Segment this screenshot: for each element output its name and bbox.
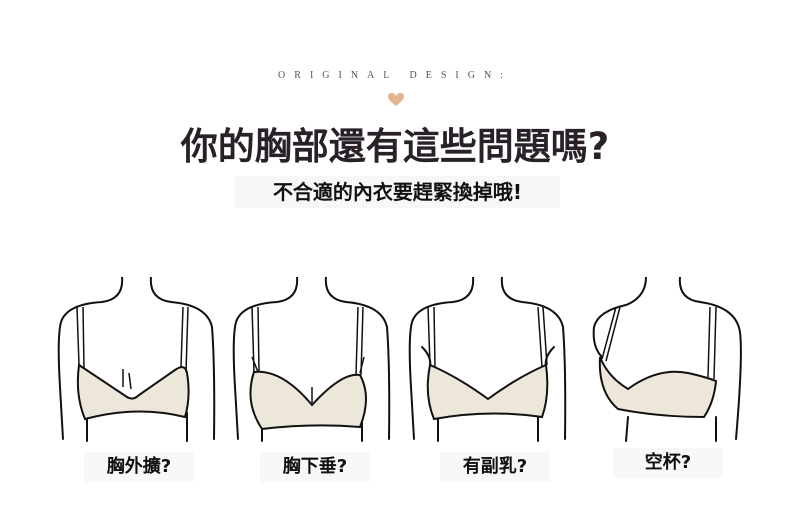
- heart-icon: [388, 93, 404, 106]
- eyebrow-text: ORIGINAL DESIGN:: [278, 70, 512, 81]
- page-subtitle: 不合適的內衣要趕緊換掉哦!: [235, 176, 560, 208]
- illustration-sagging: [232, 277, 391, 442]
- illustration-side-fat: [408, 277, 567, 442]
- problem-label-sagging: 胸下垂?: [260, 452, 370, 482]
- page-title: 你的胸部還有這些問題嗎?: [180, 125, 610, 168]
- problem-label-empty-cup: 空杯?: [613, 448, 723, 478]
- illustration-wide-set: [57, 277, 216, 442]
- problem-label-side-fat: 有副乳?: [440, 452, 550, 482]
- illustration-empty-cup: [592, 277, 742, 442]
- problem-label-wide-set: 胸外擴?: [84, 452, 194, 482]
